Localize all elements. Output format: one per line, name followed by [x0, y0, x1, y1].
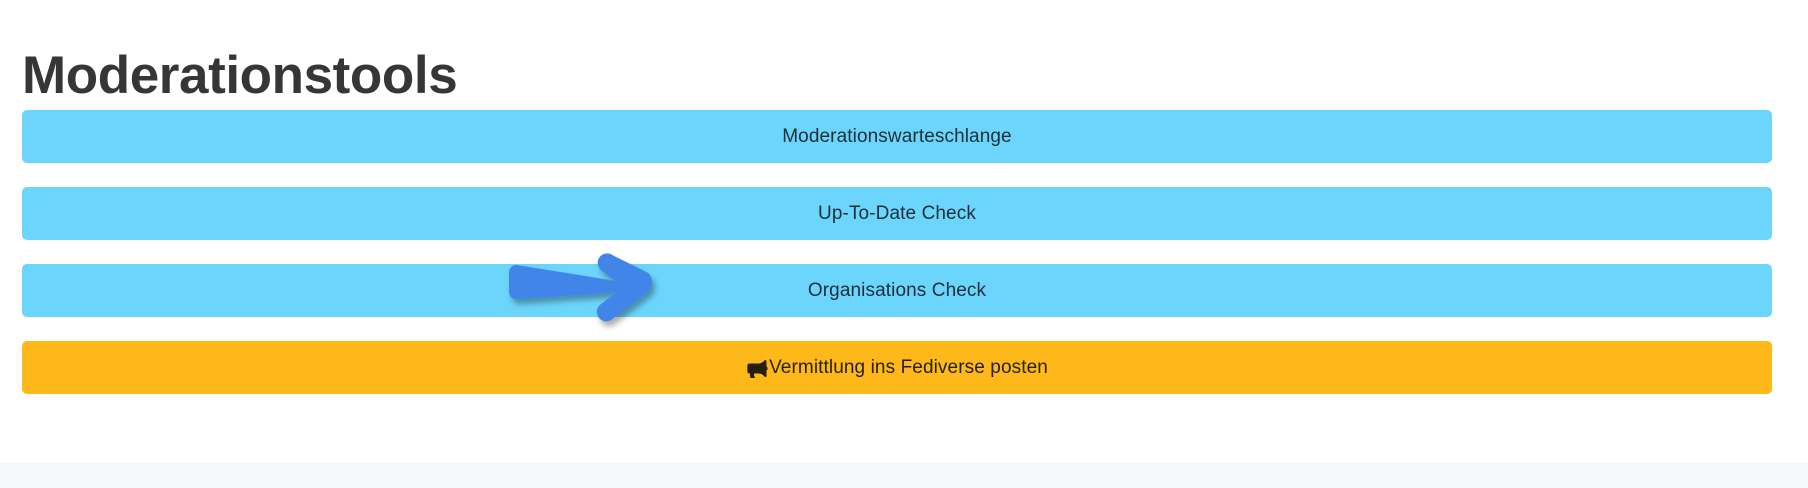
up-to-date-check-button[interactable]: Up-To-Date Check [22, 187, 1772, 240]
organisations-check-button-label: Organisations Check [807, 279, 987, 301]
moderation-tools-button-list: Moderationswarteschlange Up-To-Date Chec… [22, 110, 1772, 418]
post-to-fediverse-button-label: Vermittlung ins Fediverse posten [769, 356, 1048, 378]
page-title: Moderationstools [22, 45, 458, 105]
organisations-check-button[interactable]: Organisations Check [22, 264, 1772, 317]
moderation-queue-button[interactable]: Moderationswarteschlange [22, 110, 1772, 163]
post-to-fediverse-button[interactable]: Vermittlung ins Fediverse posten [22, 341, 1772, 394]
up-to-date-check-button-label: Up-To-Date Check [818, 202, 976, 224]
bullhorn-icon [746, 359, 768, 379]
moderation-queue-button-label: Moderationswarteschlange [782, 125, 1012, 147]
footer-strip [0, 463, 1808, 488]
